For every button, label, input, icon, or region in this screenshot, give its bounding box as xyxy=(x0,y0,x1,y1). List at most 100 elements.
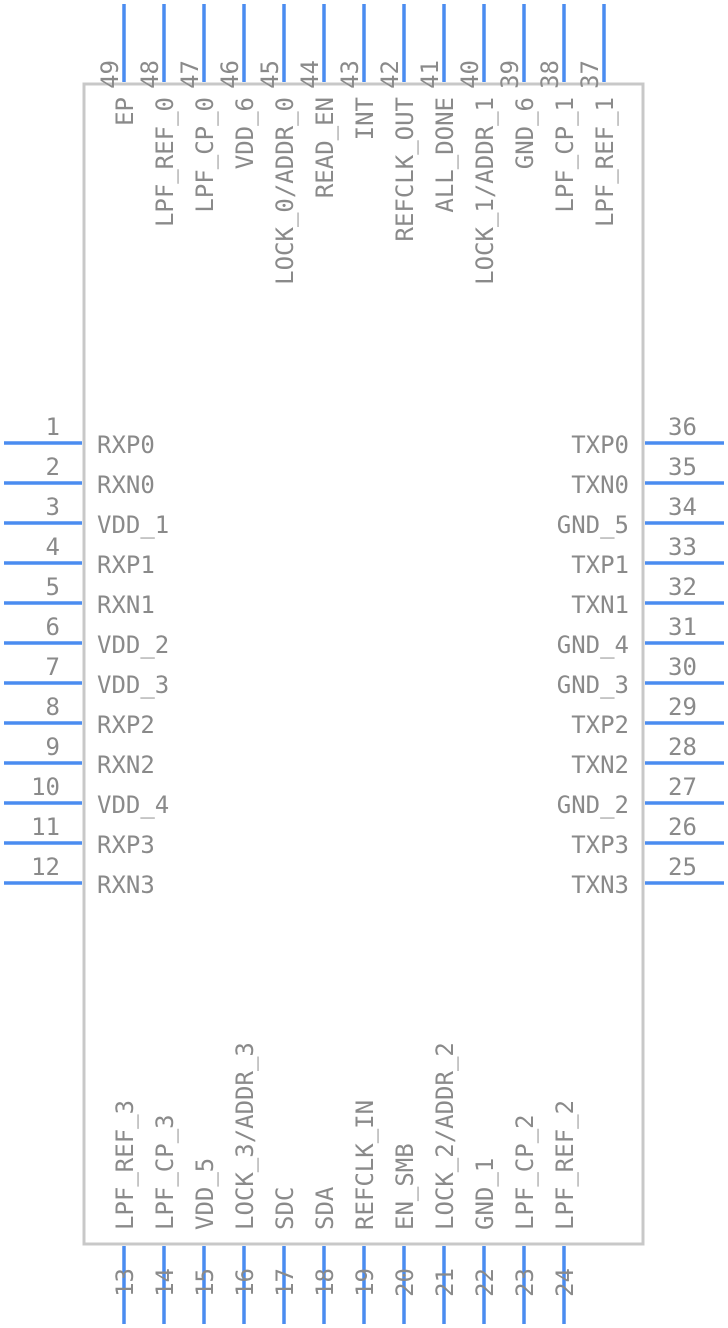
pin-4-number: 4 xyxy=(46,533,60,561)
pin-31-name: GND_4 xyxy=(557,631,629,659)
pin-24-name: LPF_REF_2 xyxy=(551,1100,579,1230)
pin-23-number: 23 xyxy=(511,1268,539,1297)
pin-8-number: 8 xyxy=(46,693,60,721)
pin-18-name: SDA xyxy=(311,1186,339,1230)
pin-1-name: RXP0 xyxy=(97,431,155,459)
pin-34-number: 34 xyxy=(668,493,697,521)
pin-9-number: 9 xyxy=(46,733,60,761)
pin-45-number: 45 xyxy=(256,60,284,89)
pin-40-number: 40 xyxy=(456,60,484,89)
pin-37-number: 37 xyxy=(576,60,604,89)
pin-42-name: REFCLK_OUT xyxy=(391,97,419,242)
pin-19-number: 19 xyxy=(351,1268,379,1297)
pin-32-name: TXN1 xyxy=(571,591,629,619)
pin-36-name: TXP0 xyxy=(571,431,629,459)
pin-29-number: 29 xyxy=(668,693,697,721)
pin-3-number: 3 xyxy=(46,493,60,521)
pin-47-name: LPF_CP_0 xyxy=(191,97,219,213)
pin-5-number: 5 xyxy=(46,573,60,601)
pin-1-number: 1 xyxy=(46,413,60,441)
pin-39-name: GND_6 xyxy=(511,97,539,169)
pin-8-name: RXP2 xyxy=(97,711,155,739)
pin-6-number: 6 xyxy=(46,613,60,641)
pin-28-number: 28 xyxy=(668,733,697,761)
pin-14-number: 14 xyxy=(151,1268,179,1297)
pin-15-number: 15 xyxy=(191,1268,219,1297)
pin-41-name: ALL_DONE xyxy=(431,97,459,213)
pin-44-name: READ_EN xyxy=(311,97,339,198)
pin-43-number: 43 xyxy=(336,60,364,89)
pin-40-name: LOCK_1/ADDR_1 xyxy=(471,97,499,285)
pin-33-number: 33 xyxy=(668,533,697,561)
pin-26-name: TXP3 xyxy=(571,831,629,859)
pin-3-name: VDD_1 xyxy=(97,511,169,539)
pin-48-name: LPF_REF_0 xyxy=(151,97,179,227)
pin-18-number: 18 xyxy=(311,1268,339,1297)
pin-6-name: VDD_2 xyxy=(97,631,169,659)
pin-42-number: 42 xyxy=(376,60,404,89)
pin-48-number: 48 xyxy=(136,60,164,89)
pin-13-name: LPF_REF_3 xyxy=(111,1100,139,1230)
pin-28-name: TXN2 xyxy=(571,751,629,779)
pin-46-number: 46 xyxy=(216,60,244,89)
pin-41-number: 41 xyxy=(416,60,444,89)
pin-26-number: 26 xyxy=(668,813,697,841)
pin-38-number: 38 xyxy=(536,60,564,89)
pin-13-number: 13 xyxy=(111,1268,139,1297)
pin-11-name: RXP3 xyxy=(97,831,155,859)
pin-23-name: LPF_CP_2 xyxy=(511,1114,539,1230)
pin-36-number: 36 xyxy=(668,413,697,441)
pin-17-number: 17 xyxy=(271,1268,299,1297)
pin-29-name: TXP2 xyxy=(571,711,629,739)
pin-45-name: LOCK_0/ADDR_0 xyxy=(271,97,299,285)
pin-10-name: VDD_4 xyxy=(97,791,169,819)
pin-30-name: GND_3 xyxy=(557,671,629,699)
pin-2-number: 2 xyxy=(46,453,60,481)
pin-39-number: 39 xyxy=(496,60,524,89)
pin-43-name: INT xyxy=(351,97,379,140)
ic-body xyxy=(82,82,645,1246)
pin-46-name: VDD_6 xyxy=(231,97,259,169)
pin-35-name: TXN0 xyxy=(571,471,629,499)
pin-27-number: 27 xyxy=(668,773,697,801)
pin-2-name: RXN0 xyxy=(97,471,155,499)
pin-16-number: 16 xyxy=(231,1268,259,1297)
pin-37-name: LPF_REF_1 xyxy=(591,97,619,227)
pin-31-number: 31 xyxy=(668,613,697,641)
pin-19-name: REFCLK_IN xyxy=(351,1100,379,1230)
pin-21-number: 21 xyxy=(431,1268,459,1297)
pin-32-number: 32 xyxy=(668,573,697,601)
pin-7-name: VDD_3 xyxy=(97,671,169,699)
pin-21-name: LOCK_2/ADDR_2 xyxy=(431,1042,459,1230)
pin-27-name: GND_2 xyxy=(557,791,629,819)
pin-5-name: RXN1 xyxy=(97,591,155,619)
pin-16-name: LOCK_3/ADDR_3 xyxy=(231,1042,259,1230)
pin-44-number: 44 xyxy=(296,60,324,89)
pin-4-name: RXP1 xyxy=(97,551,155,579)
pin-15-name: VDD_5 xyxy=(191,1158,219,1230)
pin-20-name: EN_SMB xyxy=(391,1143,419,1230)
pin-9-name: RXN2 xyxy=(97,751,155,779)
pin-11-number: 11 xyxy=(31,813,60,841)
pin-49-number: 49 xyxy=(96,60,124,89)
pin-34-name: GND_5 xyxy=(557,511,629,539)
pins-layer xyxy=(4,4,724,1324)
pin-10-number: 10 xyxy=(31,773,60,801)
pin-20-number: 20 xyxy=(391,1268,419,1297)
pin-49-name: EP xyxy=(111,97,139,126)
pin-12-number: 12 xyxy=(31,853,60,881)
pin-47-number: 47 xyxy=(176,60,204,89)
pin-12-name: RXN3 xyxy=(97,871,155,899)
pin-7-number: 7 xyxy=(46,653,60,681)
pin-22-number: 22 xyxy=(471,1268,499,1297)
pin-14-name: LPF_CP_3 xyxy=(151,1114,179,1230)
pin-22-name: GND_1 xyxy=(471,1158,499,1230)
pin-25-name: TXN3 xyxy=(571,871,629,899)
pin-25-number: 25 xyxy=(668,853,697,881)
pin-17-name: SDC xyxy=(271,1187,299,1230)
pin-38-name: LPF_CP_1 xyxy=(551,97,579,213)
pin-30-number: 30 xyxy=(668,653,697,681)
pin-24-number: 24 xyxy=(551,1268,579,1297)
labels-layer: 1RXP02RXN03VDD_14RXP15RXN16VDD_27VDD_38R… xyxy=(31,60,697,1297)
